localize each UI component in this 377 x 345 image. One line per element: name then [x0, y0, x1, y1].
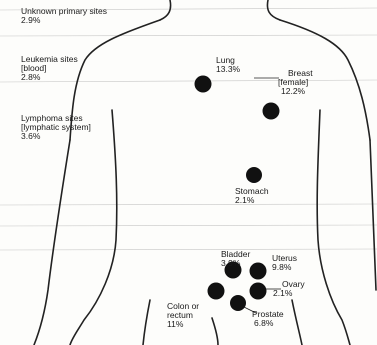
leukemia-label: Leukemia sites [blood] 2.8%	[21, 55, 78, 82]
stomach-marker	[246, 167, 262, 183]
ovary-marker	[250, 283, 267, 300]
scan-line	[0, 204, 377, 205]
left-torso	[70, 110, 117, 345]
prostate-label: Prostate 6.8%	[252, 310, 284, 328]
stomach-label: Stomach 2.1%	[235, 187, 269, 205]
colon-label: Colon or rectum 11%	[167, 302, 199, 329]
leukemia-value: 2.8%	[21, 73, 78, 82]
neck-left	[160, 0, 171, 20]
uterus-label: Uterus 9.8%	[272, 254, 297, 272]
lymphoma-value: 3.6%	[21, 132, 91, 141]
unknown-primary-label: Unknown primary sites 2.9%	[21, 7, 107, 25]
colon-value: 11%	[167, 320, 199, 329]
ovary-value: 2.1%	[273, 289, 305, 298]
unknown-primary-value: 2.9%	[21, 16, 107, 25]
left-arm	[34, 140, 70, 345]
stomach-value: 2.1%	[235, 196, 269, 205]
right-arm	[370, 140, 376, 290]
body-outline	[34, 0, 376, 345]
colon-marker	[208, 283, 225, 300]
right-leg	[292, 300, 302, 345]
lung-marker	[195, 76, 212, 93]
crotch	[212, 318, 218, 345]
uterus-marker	[250, 263, 267, 280]
lymphoma-label: Lymphoma sites [lymphatic system] 3.6%	[21, 114, 91, 141]
left-leg	[143, 300, 150, 345]
uterus-value: 9.8%	[272, 263, 297, 272]
lung-label: Lung 13.3%	[216, 56, 240, 74]
neck-right	[267, 0, 280, 20]
ovary-label: Ovary 2.1%	[273, 280, 305, 298]
bladder-label: Bladder 3.9%	[221, 250, 250, 268]
lung-value: 13.3%	[216, 65, 240, 74]
breast-label: Breast [female] 12.2%	[278, 69, 313, 96]
scan-line	[0, 249, 377, 250]
right-torso	[317, 110, 350, 345]
prostate-value: 6.8%	[252, 319, 284, 328]
breast-marker	[263, 103, 280, 120]
prostate-marker	[230, 295, 246, 311]
bladder-value: 3.9%	[221, 259, 250, 268]
breast-value: 12.2%	[278, 87, 313, 96]
